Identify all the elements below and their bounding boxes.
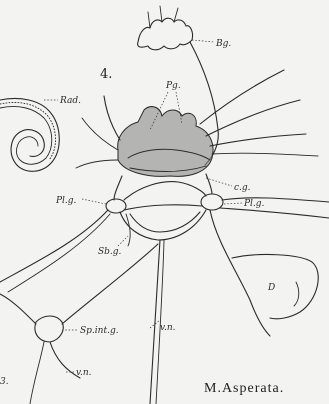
leader-bg [192, 40, 214, 42]
cerebral-pedal-mass [118, 107, 213, 177]
upper-left-nerve-3 [76, 160, 118, 168]
visceral-nerve-2 [156, 240, 164, 404]
label-d: D [267, 283, 275, 293]
radula-coil [0, 99, 59, 172]
label-bg: Bg. [215, 39, 231, 49]
label-rad: Rad. [59, 96, 81, 106]
label-cg: c.g. [234, 183, 251, 193]
leader-plg-right [224, 203, 242, 204]
figure-number: 4. [100, 67, 112, 82]
label-sbg: Sb.g. [98, 247, 122, 257]
label-vn-center: v.n. [160, 323, 176, 333]
label-plg-right: Pl.g. [243, 199, 265, 209]
label-edge-mark: 3. [0, 377, 9, 387]
left-lateral-nerve [0, 210, 108, 282]
leader-sbg [118, 236, 128, 246]
visceral-nerve [150, 240, 160, 404]
upper-right-nerve-1 [200, 70, 284, 124]
label-spintg: Sp.int.g. [80, 326, 119, 336]
sbg-branch [126, 214, 130, 246]
caption: M.Asperata. [204, 381, 284, 396]
upper-left-nerve-2 [82, 118, 118, 150]
leader-plg-left [82, 199, 106, 204]
label-pg: Pg. [165, 81, 181, 91]
visceral-loop [120, 210, 206, 240]
left-lateral-nerve-b [8, 214, 110, 292]
loop-d-inner [294, 282, 299, 306]
upper-left-nerve-1 [104, 96, 120, 140]
buccal-ganglion [138, 6, 193, 50]
right-lateral-nerve [222, 198, 329, 202]
subintestinal-ganglion [0, 244, 158, 404]
upper-right-nerve-2 [206, 100, 300, 136]
right-descending-nerve [210, 210, 270, 336]
label-vn-lower: v.n. [76, 368, 92, 378]
pleural-ganglia [106, 174, 223, 213]
label-plg-left: Pl.g. [55, 196, 77, 206]
upper-right-nerve-3 [210, 134, 306, 146]
right-lateral-nerve-b [220, 208, 329, 218]
upper-right-nerve-4 [212, 153, 318, 156]
